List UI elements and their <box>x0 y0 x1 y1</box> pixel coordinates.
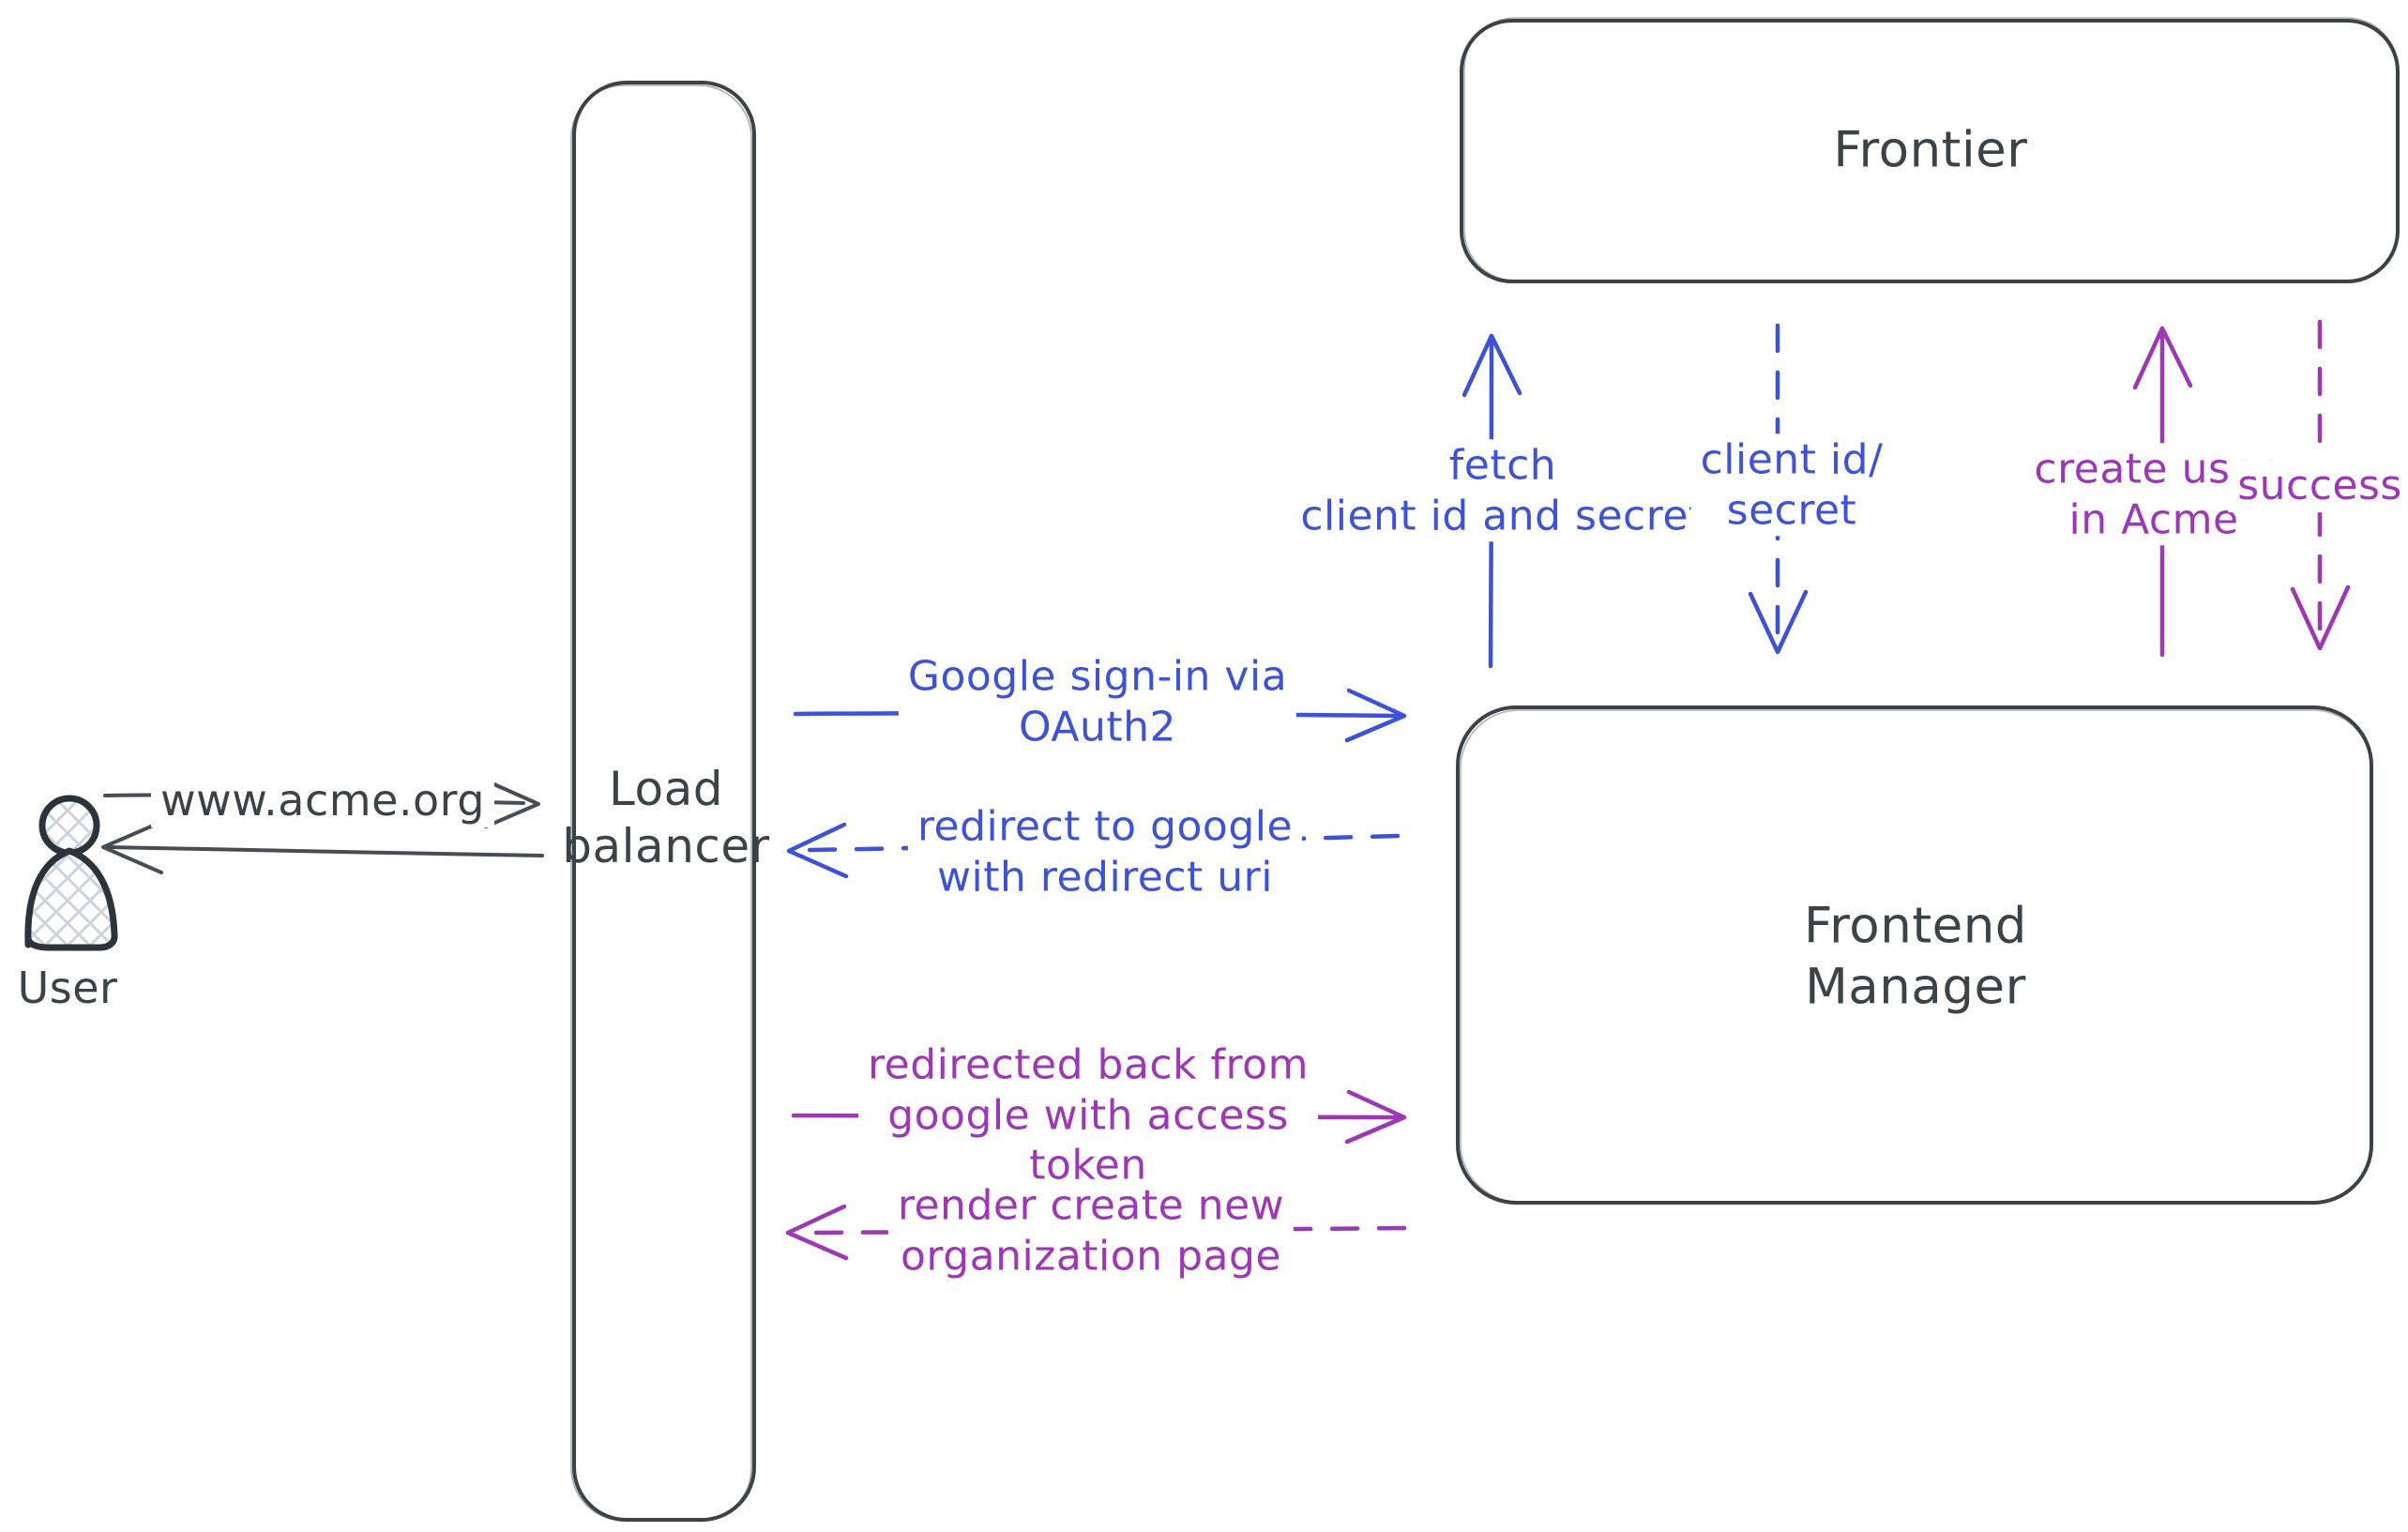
frontier-label: Frontier <box>1833 121 2028 179</box>
user-icon-head <box>38 795 100 857</box>
edge-label-client-id-secret: client id/ secret <box>1690 433 1893 537</box>
load-balancer-box-sketch <box>570 84 752 1522</box>
edge-label-redirect-google: redirect to google with redirect uri <box>907 800 1303 903</box>
edge-label-fetch-client: fetch client id and secret <box>1291 439 1715 542</box>
frontier-box <box>1460 19 2400 283</box>
frontend-manager-box-sketch <box>1460 709 2372 1203</box>
arrow-lb-return <box>101 821 544 874</box>
edge-label-redirected-back: redirected back from google with access … <box>858 1039 1318 1192</box>
frontier-box-sketch <box>1463 17 2399 281</box>
edge-label-www-acme: www.acme.org <box>151 772 494 828</box>
frontend-manager-label: Frontend Manager <box>1804 897 2027 1015</box>
edge-label-render-org-page: render create new organization page <box>887 1179 1295 1282</box>
load-balancer-box <box>572 81 756 1522</box>
user-icon-body <box>24 847 118 951</box>
edge-label-google-signin: Google sign-in via OAuth2 <box>898 650 1297 753</box>
user-label: User <box>17 962 118 1013</box>
load-balancer-label: Load balancer <box>562 762 770 873</box>
edge-label-success: success <box>2228 460 2408 512</box>
frontend-manager-box <box>1456 705 2373 1205</box>
user-icon <box>24 795 118 951</box>
